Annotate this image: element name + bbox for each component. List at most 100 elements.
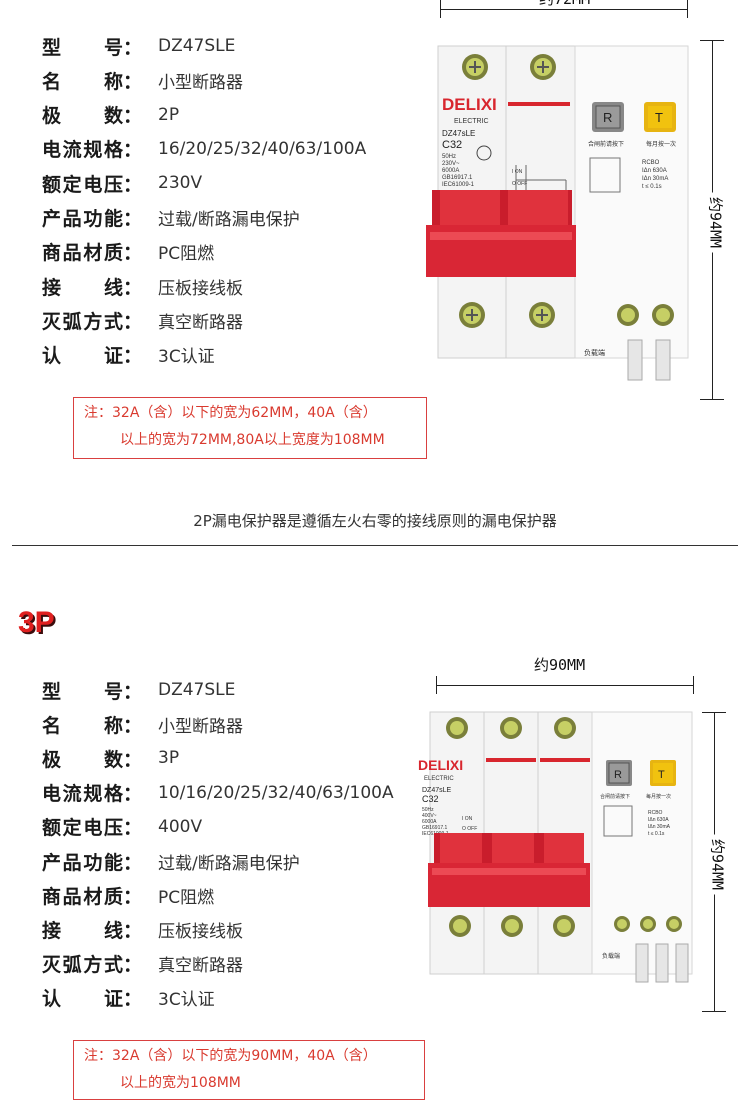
svg-text:IEC61009-1: IEC61009-1 xyxy=(442,182,475,188)
svg-text:T: T xyxy=(658,769,665,781)
spec-row: 名称： 小型断路器 xyxy=(42,66,243,94)
spec-value: 2P xyxy=(158,104,180,125)
spec-value: 230V xyxy=(158,173,203,194)
width-note-3p: 注：32A（含）以下的宽为90MM，40A（含） 以上的宽为108MM xyxy=(73,1040,425,1100)
svg-text:C32: C32 xyxy=(442,139,462,151)
svg-text:400V~: 400V~ xyxy=(422,813,437,819)
spec-row: 极数： 3P xyxy=(42,744,179,772)
svg-text:负载端: 负载端 xyxy=(602,952,620,960)
svg-text:DZ47sLE: DZ47sLE xyxy=(442,129,475,138)
svg-text:I ON: I ON xyxy=(512,169,523,175)
svg-text:RCBO: RCBO xyxy=(648,810,663,816)
spec-row: 产品功能： 过载/断路漏电保护 xyxy=(42,204,300,232)
svg-text:t ≤ 0.1s: t ≤ 0.1s xyxy=(642,184,662,190)
spec-label: 额定电压： xyxy=(42,817,142,840)
spec-value: 3P xyxy=(158,748,180,769)
spec-label: 灭弧方式： xyxy=(42,310,142,333)
brand-logo-3p: DELIXI xyxy=(418,757,463,773)
height-label-2p: 约94MM xyxy=(705,192,727,253)
svg-text:GB16917.1: GB16917.1 xyxy=(422,825,448,831)
product-image-2p: DELIXI ELECTRIC DZ47sLE C32 50Hz 230V~ 6… xyxy=(420,40,700,410)
svg-text:50Hz: 50Hz xyxy=(442,154,456,160)
spec-row: 商品材质： PC阻燃 xyxy=(42,238,214,266)
spec-label: 型号： xyxy=(42,36,142,59)
spec-label: 电流规格： xyxy=(42,783,142,806)
svg-text:每月按一次: 每月按一次 xyxy=(646,793,671,800)
spec-value: 16/20/25/32/40/63/100A xyxy=(158,138,367,159)
spec-value: 压板接线板 xyxy=(158,921,243,942)
brand-logo-2p: DELIXI xyxy=(442,95,497,114)
svg-text:负载端: 负载端 xyxy=(584,348,605,357)
spec-label: 极数： xyxy=(42,748,142,771)
svg-text:C32: C32 xyxy=(422,794,439,804)
svg-text:I ON: I ON xyxy=(462,816,473,822)
product-image-3p: DELIXI ELECTRIC DZ47sLE C32 50Hz 400V~ 6… xyxy=(400,708,700,1038)
spec-label: 产品功能： xyxy=(42,851,142,874)
spec-row: 接线： 压板接线板 xyxy=(42,915,243,943)
spec-row: 接线：压板接线板 xyxy=(42,272,243,300)
spec-value: 小型断路器 xyxy=(158,716,243,737)
spec-row: 灭弧方式：真空断路器 xyxy=(42,950,243,978)
section-title-3p: 3P xyxy=(18,606,55,639)
svg-text:ELECTRIC: ELECTRIC xyxy=(454,118,489,125)
note-line-1: 注：32A（含）以下的宽为90MM，40A（含） xyxy=(84,1048,377,1064)
note-line-2: 以上的宽为72MM,80A以上宽度为108MM xyxy=(120,432,385,448)
spec-value: 小型断路器 xyxy=(158,72,243,93)
note-line-1: 注：32A（含）以下的宽为62MM，40A（含） xyxy=(84,405,377,421)
spec-row: 认证： 3C认证 xyxy=(42,984,215,1012)
spec-label: 认证： xyxy=(42,988,142,1011)
svg-text:IΔn 630A: IΔn 630A xyxy=(648,817,669,823)
svg-text:T: T xyxy=(655,110,663,125)
width-label-2p: 约72MM xyxy=(535,0,595,9)
svg-text:IΔn 630A: IΔn 630A xyxy=(642,168,667,174)
spec-row: 电流规格： 10/16/20/25/32/40/63/100A xyxy=(42,779,394,807)
spec-value: 过载/断路漏电保护 xyxy=(158,210,300,230)
spec-label: 商品材质： xyxy=(42,242,142,265)
svg-text:O OFF: O OFF xyxy=(512,181,527,187)
svg-text:DZ47sLE: DZ47sLE xyxy=(422,787,452,794)
spec-label: 商品材质： xyxy=(42,885,142,908)
spec-value: 过载/断路漏电保护 xyxy=(158,853,300,874)
spec-value: 10/16/20/25/32/40/63/100A xyxy=(158,782,394,803)
svg-text:R: R xyxy=(603,110,612,125)
spec-label: 接线： xyxy=(42,919,142,942)
width-dimension-2p: 约72MM xyxy=(440,0,688,20)
spec-row: 商品材质： PC阻燃 xyxy=(42,881,214,909)
spec-value: 3C认证 xyxy=(158,990,215,1011)
spec-value: DZ47SLE xyxy=(158,36,236,56)
wiring-caption: 2P漏电保护器是遵循左火右零的接线原则的漏电保护器 xyxy=(193,512,557,530)
note-line-2: 以上的宽为108MM xyxy=(120,1075,241,1091)
spec-value: 真空断路器 xyxy=(158,312,243,333)
spec-value: PC阻燃 xyxy=(158,887,215,908)
width-dimension-3p: 约90MM xyxy=(436,654,694,696)
spec-row: 额定电压： 400V xyxy=(42,813,202,841)
spec-label: 接线： xyxy=(42,276,142,299)
height-label-3p: 约94MM xyxy=(707,834,729,895)
spec-row: 灭弧方式： 真空断路器 xyxy=(42,306,243,334)
width-label-3p: 约90MM xyxy=(530,654,590,675)
svg-text:6000A: 6000A xyxy=(422,819,437,825)
spec-label: 产品功能： xyxy=(42,208,142,230)
spec-value: 真空断路器 xyxy=(158,956,243,977)
spec-label: 名称： xyxy=(42,70,142,93)
spec-row: 额定电压：230V xyxy=(42,169,202,197)
svg-text:R: R xyxy=(614,769,622,781)
svg-text:合闸前请按下: 合闸前请按下 xyxy=(588,140,624,148)
svg-text:230V~: 230V~ xyxy=(442,161,460,167)
spec-label: 电流规格： xyxy=(42,139,142,162)
spec-label: 认证： xyxy=(42,345,142,368)
spec-value: 400V xyxy=(158,816,203,837)
spec-value: 3C认证 xyxy=(158,347,215,368)
svg-text:t ≤ 0.1s: t ≤ 0.1s xyxy=(648,831,665,837)
svg-text:IΔn 30mA: IΔn 30mA xyxy=(648,824,671,830)
svg-text:RCBO: RCBO xyxy=(642,160,660,166)
spec-label: 型号： xyxy=(42,680,142,703)
spec-row: 电流规格： 16/20/25/32/40/63/100A xyxy=(42,135,366,163)
spec-label: 极数： xyxy=(42,105,142,128)
svg-text:6000A: 6000A xyxy=(442,168,459,174)
svg-text:每月按一次: 每月按一次 xyxy=(646,140,676,148)
svg-text:IΔn 30mA: IΔn 30mA xyxy=(642,176,668,182)
spec-row: 极数： 2P xyxy=(42,101,179,129)
svg-text:合闸前请按下: 合闸前请按下 xyxy=(600,793,630,800)
spec-value: PC阻燃 xyxy=(158,244,215,265)
